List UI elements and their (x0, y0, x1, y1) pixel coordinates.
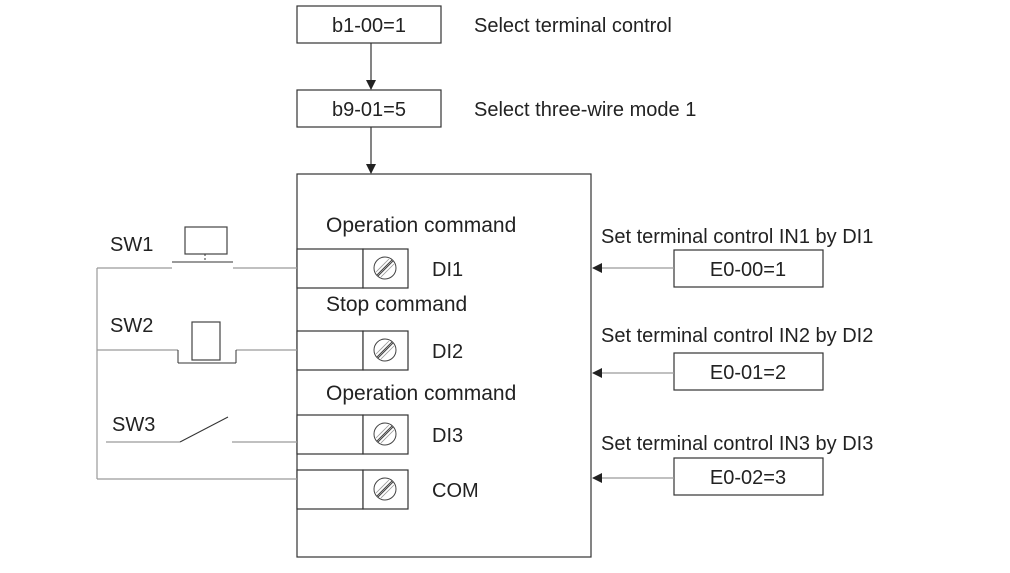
param-code-b1-00: b1-00=1 (332, 15, 406, 37)
terminal-di3: DI3 (296, 414, 463, 455)
screw-icon (373, 338, 397, 362)
param-setting-in1: Set terminal control IN1 by DI1 E0-00=1 (592, 226, 873, 288)
param-note-b9-01: Select three-wire mode 1 (474, 99, 696, 121)
terminal-label-di1: DI1 (432, 259, 463, 281)
param-note-e0-00: Set terminal control IN1 by DI1 (601, 226, 873, 248)
switch-sw2: SW2 (110, 315, 237, 364)
param-code-e0-02: E0-02=3 (710, 467, 786, 489)
param-box-e0-00 (673, 249, 824, 288)
switch-label-sw3: SW3 (112, 414, 155, 436)
terminal-label-di2: DI2 (432, 341, 463, 363)
param-note-b1-00: Select terminal control (474, 15, 672, 37)
switch-sw1: SW1 (110, 226, 233, 263)
param-note-e0-01: Set terminal control IN2 by DI2 (601, 325, 873, 347)
label-operation-command-1: Operation command (326, 214, 516, 237)
param-code-b9-01: b9-01=5 (332, 99, 406, 121)
param-box-e0-01 (673, 352, 824, 391)
param-setting-in2: Set terminal control IN2 by DI2 E0-01=2 (592, 325, 873, 391)
label-operation-command-2: Operation command (326, 382, 516, 405)
terminal-di2: DI2 (296, 330, 463, 371)
left-wiring (96, 267, 297, 480)
param-box-b9-01 (296, 89, 442, 128)
param-setting-in3: Set terminal control IN3 by DI3 E0-02=3 (592, 433, 873, 496)
switch-label-sw2: SW2 (110, 315, 153, 337)
param-note-e0-02: Set terminal control IN3 by DI3 (601, 433, 873, 455)
terminal-di1: DI1 (296, 248, 463, 289)
param-box-e0-02 (673, 457, 824, 496)
param-box-b1-00 (296, 5, 442, 44)
terminal-label-di3: DI3 (432, 425, 463, 447)
param-code-e0-01: E0-01=2 (710, 362, 786, 384)
switch-sw3: SW3 (112, 414, 229, 443)
switch-label-sw1: SW1 (110, 234, 153, 256)
terminal-com: COM (296, 469, 479, 510)
screw-icon (373, 422, 397, 446)
screw-icon (373, 256, 397, 280)
label-stop-command: Stop command (326, 293, 467, 316)
screw-icon (373, 477, 397, 501)
param-code-e0-00: E0-00=1 (710, 259, 786, 281)
terminal-label-com: COM (432, 480, 479, 502)
